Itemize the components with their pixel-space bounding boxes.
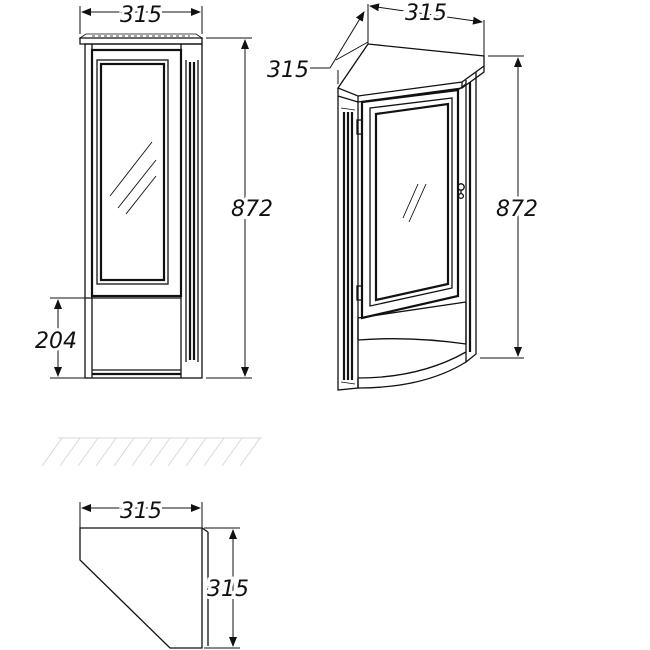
perspective-height-label: 872 [496, 197, 538, 222]
plan-width-dimension: 315 [79, 496, 203, 530]
perspective-right-pilaster [457, 72, 477, 364]
front-height-label: 872 [231, 197, 273, 222]
plan-outline [79, 527, 209, 649]
glass-reflection-front [109, 141, 157, 215]
fluted-pilaster-front [185, 60, 199, 362]
perspective-side-depth-label: 315 [267, 58, 309, 83]
perspective-top-width-dimension: 315 [367, 0, 485, 56]
perspective-top-width-label: 315 [405, 1, 447, 26]
plan-depth-dimension: 315 [204, 527, 252, 649]
floor-hatch [41, 437, 262, 467]
perspective-left-pilaster [337, 96, 359, 391]
front-view: 315 [32, 0, 276, 379]
perspective-lower-shelf [357, 301, 467, 389]
perspective-door [356, 88, 465, 320]
plinth-height-dimension: 204 [32, 297, 92, 379]
perspective-view: 315 315 [264, 0, 541, 391]
plan-width-label: 315 [120, 499, 162, 524]
perspective-top-slab [337, 43, 485, 103]
door-knob-icon [457, 183, 465, 200]
perspective-height-dimension: 872 [480, 55, 541, 359]
plan-depth-label: 315 [207, 577, 249, 602]
glass-reflection-perspective [402, 183, 427, 223]
perspective-side-depth-dimension: 315 [264, 11, 369, 86]
cabinet-body-front [84, 43, 203, 379]
front-width-dimension: 315 [79, 0, 203, 34]
plan-view: 315 315 [79, 496, 252, 649]
plinth-height-label: 204 [35, 329, 77, 354]
front-width-label: 315 [120, 3, 162, 28]
front-height-dimension: 872 [206, 37, 276, 379]
crown-molding [78, 33, 204, 45]
